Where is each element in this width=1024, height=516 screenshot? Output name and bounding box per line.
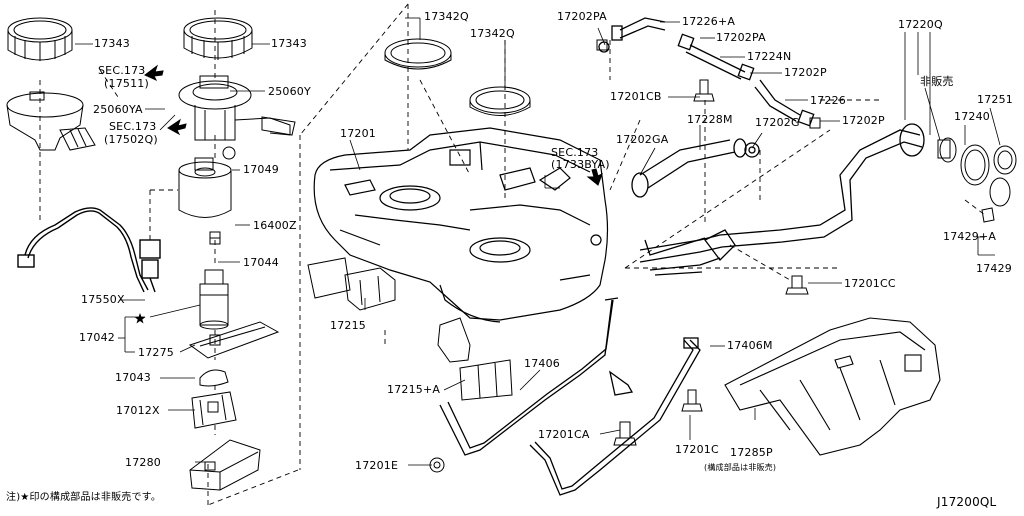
breather-hoses — [611, 17, 815, 127]
label-17201c: 17201C — [675, 443, 719, 456]
label-17406m: 17406M — [727, 339, 773, 352]
tank-strap-left — [439, 297, 634, 456]
star-marker-icon — [134, 313, 146, 324]
label-17228m: 17228M — [687, 113, 733, 126]
lock-ring-left — [7, 17, 73, 61]
filler-tube-assembly — [639, 123, 925, 276]
label-sec173-1733bya: SEC.173 — [551, 146, 599, 159]
label-17202pa-second: 17202PA — [716, 31, 766, 44]
mounting-bolts — [429, 79, 809, 473]
label-17342q-lower: 17342Q — [470, 27, 515, 40]
label-17043: 17043 — [115, 371, 151, 384]
label-17280: 17280 — [125, 456, 161, 469]
pump-bracket — [191, 391, 237, 429]
filler-hose — [598, 41, 760, 198]
leader-lines — [75, 17, 1001, 466]
label-sec173-17502q: SEC.173 — [109, 120, 157, 133]
label-17429-a: 17429+A — [943, 230, 997, 243]
label-17012x: 17012X — [116, 404, 160, 417]
label-17202g: 17202G — [755, 116, 800, 129]
label-17240: 17240 — [954, 110, 990, 123]
label-17226-a: 17226+A — [682, 15, 736, 28]
label-sec173-17511-ref: (17511) — [104, 77, 149, 90]
tank-protector-right — [437, 317, 513, 401]
label-17342q-upper: 17342Q — [424, 10, 469, 23]
section-arrows — [144, 64, 603, 186]
label-17202p-upper: 17202P — [784, 66, 827, 79]
label-17044: 17044 — [243, 256, 279, 269]
label-17550x: 17550X — [81, 293, 125, 306]
gasket-upper — [384, 38, 452, 70]
fuel-tank — [313, 127, 609, 323]
label-25060ya: 25060YA — [93, 103, 143, 116]
label-17201: 17201 — [340, 127, 376, 140]
reservoir-cup — [189, 439, 261, 491]
label-17202ga: 17202GA — [616, 133, 669, 146]
label-17285p: 17285P — [730, 446, 773, 459]
label-17049: 17049 — [243, 163, 279, 176]
dashed-reference-lines — [39, 3, 986, 506]
label-17201e: 17201E — [355, 459, 399, 472]
label-17220q: 17220Q — [898, 18, 943, 31]
fuel-filter — [178, 157, 232, 218]
label-17343-left: 17343 — [94, 37, 130, 50]
label-17226: 17226 — [810, 94, 846, 107]
label-17429: 17429 — [976, 262, 1012, 275]
label-17202p-lower: 17202P — [842, 114, 885, 127]
heat-shield — [724, 317, 941, 456]
fuel-level-sensor — [6, 91, 96, 151]
label-sec173-17511: SEC.173 — [98, 64, 146, 77]
label-16400z: 16400Z — [253, 219, 297, 232]
label-17215: 17215 — [330, 319, 366, 332]
fuel-cap-assembly — [937, 137, 1017, 223]
label-25060y: 25060Y — [268, 85, 311, 98]
label-sec173-17502q-ref: (17502Q) — [104, 133, 158, 146]
fuel-strainer — [188, 321, 280, 359]
footnote-star-parts: 注)★印の構成部品は非販売です。 — [6, 492, 162, 503]
tank-protector-left — [307, 257, 396, 311]
label-sec173-1733bya-ref: (1733BYA) — [551, 158, 610, 171]
fuel-pump — [199, 269, 229, 330]
gasket-lower — [469, 86, 531, 116]
label-17215-a: 17215+A — [387, 383, 441, 396]
label-17201cb: 17201CB — [610, 90, 662, 103]
small-connector — [209, 231, 221, 245]
label-not-sold: 非販売 — [920, 75, 954, 88]
label-17042: 17042 — [79, 331, 115, 344]
label-components-not-sold: (構成部品は非販売) — [704, 463, 777, 472]
label-17275: 17275 — [138, 346, 174, 359]
retainer-clip — [199, 369, 229, 387]
diagram-code: J17200QL — [937, 495, 997, 509]
fuel-pump-module — [178, 75, 296, 160]
lock-ring-right — [183, 17, 253, 60]
label-17406: 17406 — [524, 357, 560, 370]
label-17201ca: 17201CA — [538, 428, 590, 441]
wiring-harness — [17, 207, 161, 293]
tank-strap-right — [529, 337, 701, 496]
label-17202pa-top: 17202PA — [557, 10, 607, 23]
hose-clips — [596, 39, 821, 129]
label-17201cc: 17201CC — [844, 277, 896, 290]
label-17343-right: 17343 — [271, 37, 307, 50]
label-17251: 17251 — [977, 93, 1013, 106]
label-17224n: 17224N — [747, 50, 792, 63]
